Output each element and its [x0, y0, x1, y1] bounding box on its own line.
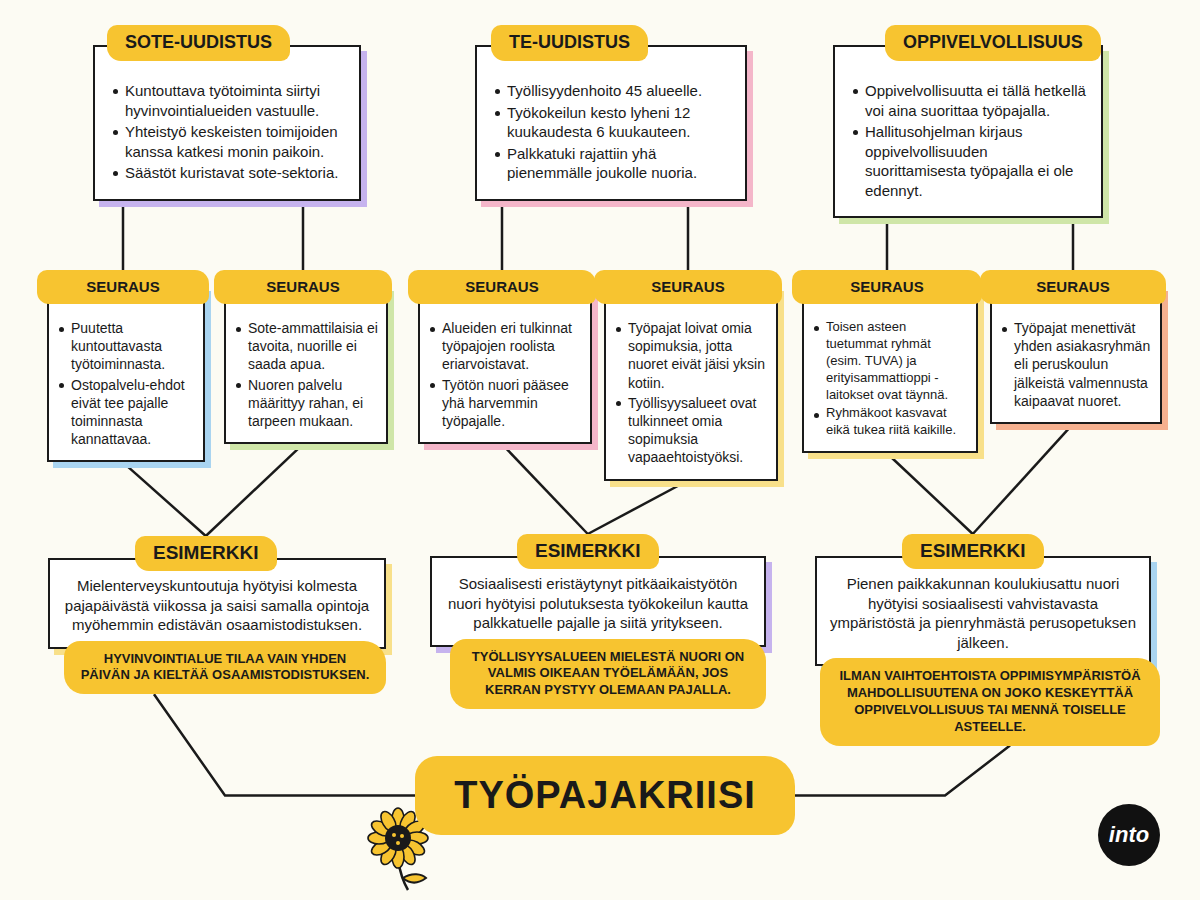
- bullet-text: Työkokeilun kesto lyheni 12 kuukaudesta …: [491, 103, 731, 142]
- callout-note: ILMAN VAIHTOEHTOISTA OPPIMISYMPÄRISTÖÄ M…: [820, 658, 1160, 746]
- reform-box: TE-UUDISTUSTyöllisyydenhoito 45 alueelle…: [475, 45, 747, 201]
- logo-mark: into: [1098, 804, 1160, 866]
- callout-text: ILMAN VAIHTOEHTOISTA OPPIMISYMPÄRISTÖÄ M…: [834, 668, 1146, 736]
- connector-line: [795, 746, 1010, 796]
- example-box: ESIMERKKIPienen paikkakunnan koulukiusat…: [815, 556, 1151, 666]
- consequence-heading: SEURAUS: [594, 270, 782, 304]
- example-text: Sosiaalisesti eristäytynyt pitkäaikaisty…: [444, 574, 752, 633]
- bullet-text: Kuntouttava työtoiminta siirtyi hyvinvoi…: [109, 81, 345, 120]
- flower-seed: [392, 833, 396, 837]
- flower-center: [385, 825, 411, 851]
- connector-line: [206, 444, 303, 536]
- bullet-text: Alueiden eri tulkinnat työpajojen roolis…: [426, 319, 582, 374]
- bullet-text: Työllisyysalueet ovat tulkinneet omia so…: [612, 394, 768, 467]
- example-box: ESIMERKKIMielenterveyskuntoutuja hyötyis…: [48, 558, 386, 649]
- bullet-text: Oppivelvollisuutta ei tällä hetkellä voi…: [849, 81, 1087, 120]
- callout-note: HYVINVOINTIALUE TILAA VAIN YHDEN PÄIVÄN …: [64, 641, 386, 695]
- connector-line: [154, 694, 415, 795]
- consequence-heading: SEURAUS: [37, 270, 209, 304]
- bullet-text: Palkkatuki rajattiin yhä pienemmälle jou…: [491, 144, 731, 183]
- consequence-box: SEURAUSTyöpajat menettivät yhden asiakas…: [990, 285, 1162, 424]
- callout-note: TYÖLLISYYSALUEEN MIELESTÄ NUORI ON VALMI…: [450, 639, 766, 710]
- callout-text: TYÖLLISYYSALUEEN MIELESTÄ NUORI ON VALMI…: [464, 649, 752, 700]
- consequence-heading: SEURAUS: [792, 270, 982, 304]
- consequence-box: SEURAUSToisen asteen tuetummat ryhmät (e…: [802, 285, 978, 453]
- bullet-text: Työllisyydenhoito 45 alueelle.: [491, 81, 731, 101]
- crisis-banner: TYÖPAJAKRIISI: [415, 756, 795, 835]
- bullet-text: Toisen asteen tuetummat ryhmät (esim. TU…: [810, 319, 968, 403]
- consequence-box: SEURAUSTyöpajat loivat omia sopimuksia, …: [604, 285, 778, 481]
- bullet-text: Ostopalvelu-ehdot eivät tee pajalle toim…: [55, 376, 195, 449]
- bullet-text: Ryhmäkoot kasvavat eikä tukea riitä kaik…: [810, 405, 968, 439]
- flower-seed: [400, 834, 404, 838]
- reform-box: SOTE-UUDISTUSKuntouttava työtoiminta sii…: [93, 45, 361, 201]
- bullet-text: Sote-ammattilaisia ei tavoita, nuorille …: [232, 319, 378, 374]
- connector-line: [687, 201, 690, 271]
- bullet-text: Työpajat loivat omia sopimuksia, jotta n…: [612, 319, 768, 392]
- example-heading: ESIMERKKI: [902, 534, 1044, 569]
- reform-heading: TE-UUDISTUS: [491, 25, 648, 61]
- connector-line: [502, 444, 588, 534]
- consequence-box: SEURAUSAlueiden eri tulkinnat työpajojen…: [418, 285, 592, 444]
- consequence-heading: SEURAUS: [980, 270, 1166, 304]
- example-text: Mielenterveyskuntoutuja hyötyisi kolmest…: [62, 576, 372, 635]
- connector-line: [1072, 218, 1075, 270]
- connector-line: [588, 481, 688, 535]
- callout-text: HYVINVOINTIALUE TILAA VAIN YHDEN PÄIVÄN …: [78, 651, 372, 685]
- connector-line: [122, 201, 125, 271]
- example-heading: ESIMERKKI: [135, 536, 277, 571]
- consequence-heading: SEURAUS: [408, 270, 596, 304]
- connector-line: [886, 218, 889, 270]
- flower-seed: [396, 841, 400, 845]
- bullet-text: Puutetta kuntouttavasta työtoiminnasta.: [55, 319, 195, 374]
- reform-heading: OPPIVELVOLLISUUS: [885, 25, 1101, 61]
- flower-leaf: [403, 874, 426, 882]
- bullet-text: Yhteistyö keskeisten toimijoiden kanssa …: [109, 122, 345, 161]
- consequence-box: SEURAUSPuutetta kuntouttavasta työtoimin…: [47, 285, 205, 462]
- connector-line: [302, 201, 305, 271]
- bullet-text: Työpajat menettivät yhden asiakasryhmän …: [998, 319, 1152, 410]
- example-text: Pienen paikkakunnan koulukiusattu nuori …: [829, 574, 1137, 652]
- connector-line: [887, 453, 973, 534]
- reform-box: OPPIVELVOLLISUUSOppivelvollisuutta ei tä…: [833, 45, 1103, 218]
- consequence-box: SEURAUSSote-ammattilaisia ei tavoita, nu…: [224, 285, 388, 444]
- example-heading: ESIMERKKI: [517, 534, 659, 569]
- example-box: ESIMERKKISosiaalisesti eristäytynyt pitk…: [430, 556, 766, 647]
- connector-line: [501, 201, 504, 271]
- connector-line: [973, 424, 1073, 534]
- bullet-text: Säästöt kuristavat sote-sektoria.: [109, 163, 345, 183]
- crisis-title: TYÖPAJAKRIISI: [425, 774, 785, 817]
- consequence-heading: SEURAUS: [214, 270, 392, 304]
- bullet-text: Nuoren palvelu määrittyy rahan, ei tarpe…: [232, 376, 378, 431]
- reform-heading: SOTE-UUDISTUS: [107, 25, 290, 61]
- bullet-text: Hallitusohjelman kirjaus oppivelvollisuu…: [849, 122, 1087, 200]
- bullet-text: Työtön nuori pääsee yhä harvemmin työpaj…: [426, 376, 582, 431]
- connector-line: [123, 462, 206, 536]
